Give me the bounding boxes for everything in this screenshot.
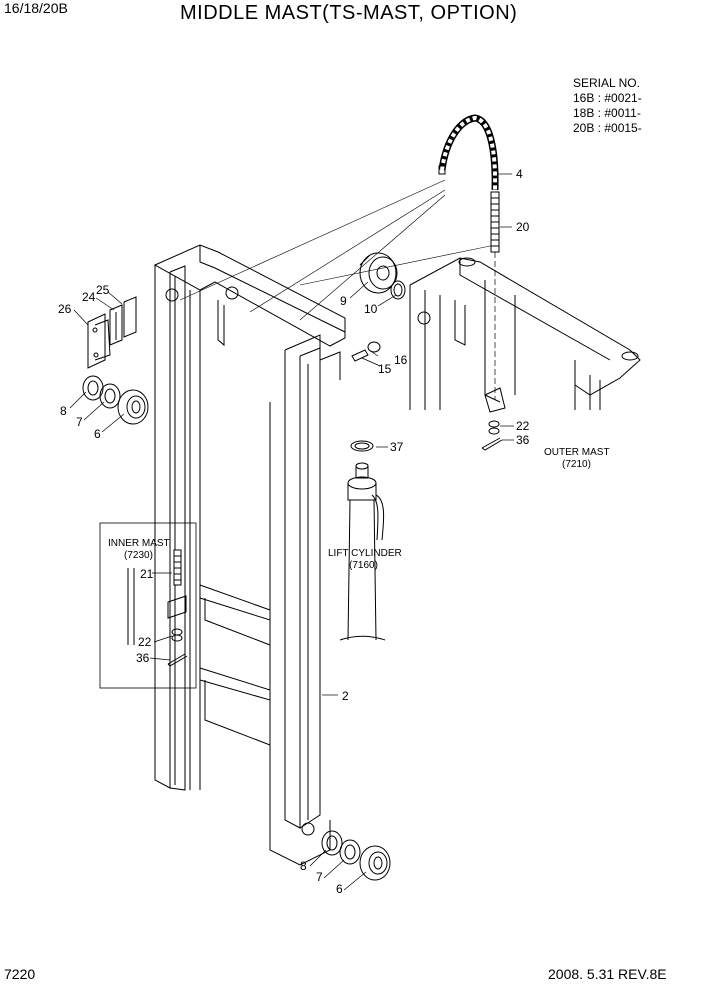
callout-9: 9 [340,294,347,308]
shim-bearing-set-upper [82,375,149,425]
callout-25: 25 [96,283,110,297]
chain-part [438,114,499,191]
page-number: 7220 [4,966,36,982]
page-title: MIDDLE MAST(TS-MAST, OPTION) [180,2,518,24]
serial-line-16b: 16B : #0021- [573,91,642,105]
callout-26: 26 [58,302,72,316]
callout-16: 16 [394,353,408,367]
outer-mast-frame [409,257,641,413]
middle-mast-frame [153,244,346,866]
reference-leader-lines [179,179,496,321]
model-label: 16/18/20B [4,0,68,16]
callout-10: 10 [364,302,378,316]
serial-line-18b: 18B : #0011- [573,106,641,120]
callout-36-outer: 36 [516,433,530,447]
callout-numbers: 4 20 25 24 26 9 10 16 15 8 7 6 22 36 37 … [58,167,530,896]
shim-bearing-set-lower [321,830,391,881]
callout-22-outer: 22 [516,419,530,433]
callout-7-upper: 7 [76,415,83,429]
serial-line-20b: 20B : #0015- [573,121,642,135]
callout-22-inner: 22 [138,635,152,649]
anchor-bolt-part [490,191,500,400]
callout-leaders [69,173,514,891]
inner-mast-inset [99,522,197,689]
lift-cylinder-ref: (7160) [349,560,378,571]
callout-4: 4 [516,167,523,181]
bracket-part [87,296,137,369]
callout-36-inner: 36 [136,651,150,665]
nut-part [367,341,381,353]
sheave-part [359,252,398,294]
outer-mast-label: OUTER MAST [544,447,610,458]
inner-mast-ref: (7230) [124,550,153,561]
inner-mast-label: INNER MAST [108,538,170,549]
callout-37: 37 [390,440,404,454]
callout-7-lower: 7 [316,870,323,884]
callout-8-lower: 8 [300,859,307,873]
outer-mast-ref: (7210) [562,459,591,470]
reference-labels: OUTER MAST (7210) INNER MAST (7230) LIFT… [108,447,610,571]
revision-date: 2008. 5.31 REV.8E [548,966,667,982]
nut-cotter-set-outer [481,420,503,451]
serial-heading: SERIAL NO. [573,76,640,90]
callout-6-upper: 6 [94,427,101,441]
callout-6-lower: 6 [336,882,343,896]
serial-block: SERIAL NO. 16B : #0021- 18B : #0011- 20B… [573,76,642,136]
callout-21: 21 [140,567,154,581]
callout-2: 2 [342,689,349,703]
snap-ring-part [390,280,406,300]
lift-cylinder-part [339,440,386,641]
lift-cylinder-label: LIFT CYLINDER [328,548,402,559]
callout-8-upper: 8 [60,404,67,418]
callout-15: 15 [378,362,392,376]
callout-20: 20 [516,220,530,234]
pin-part [351,349,369,362]
callout-24: 24 [82,290,96,304]
